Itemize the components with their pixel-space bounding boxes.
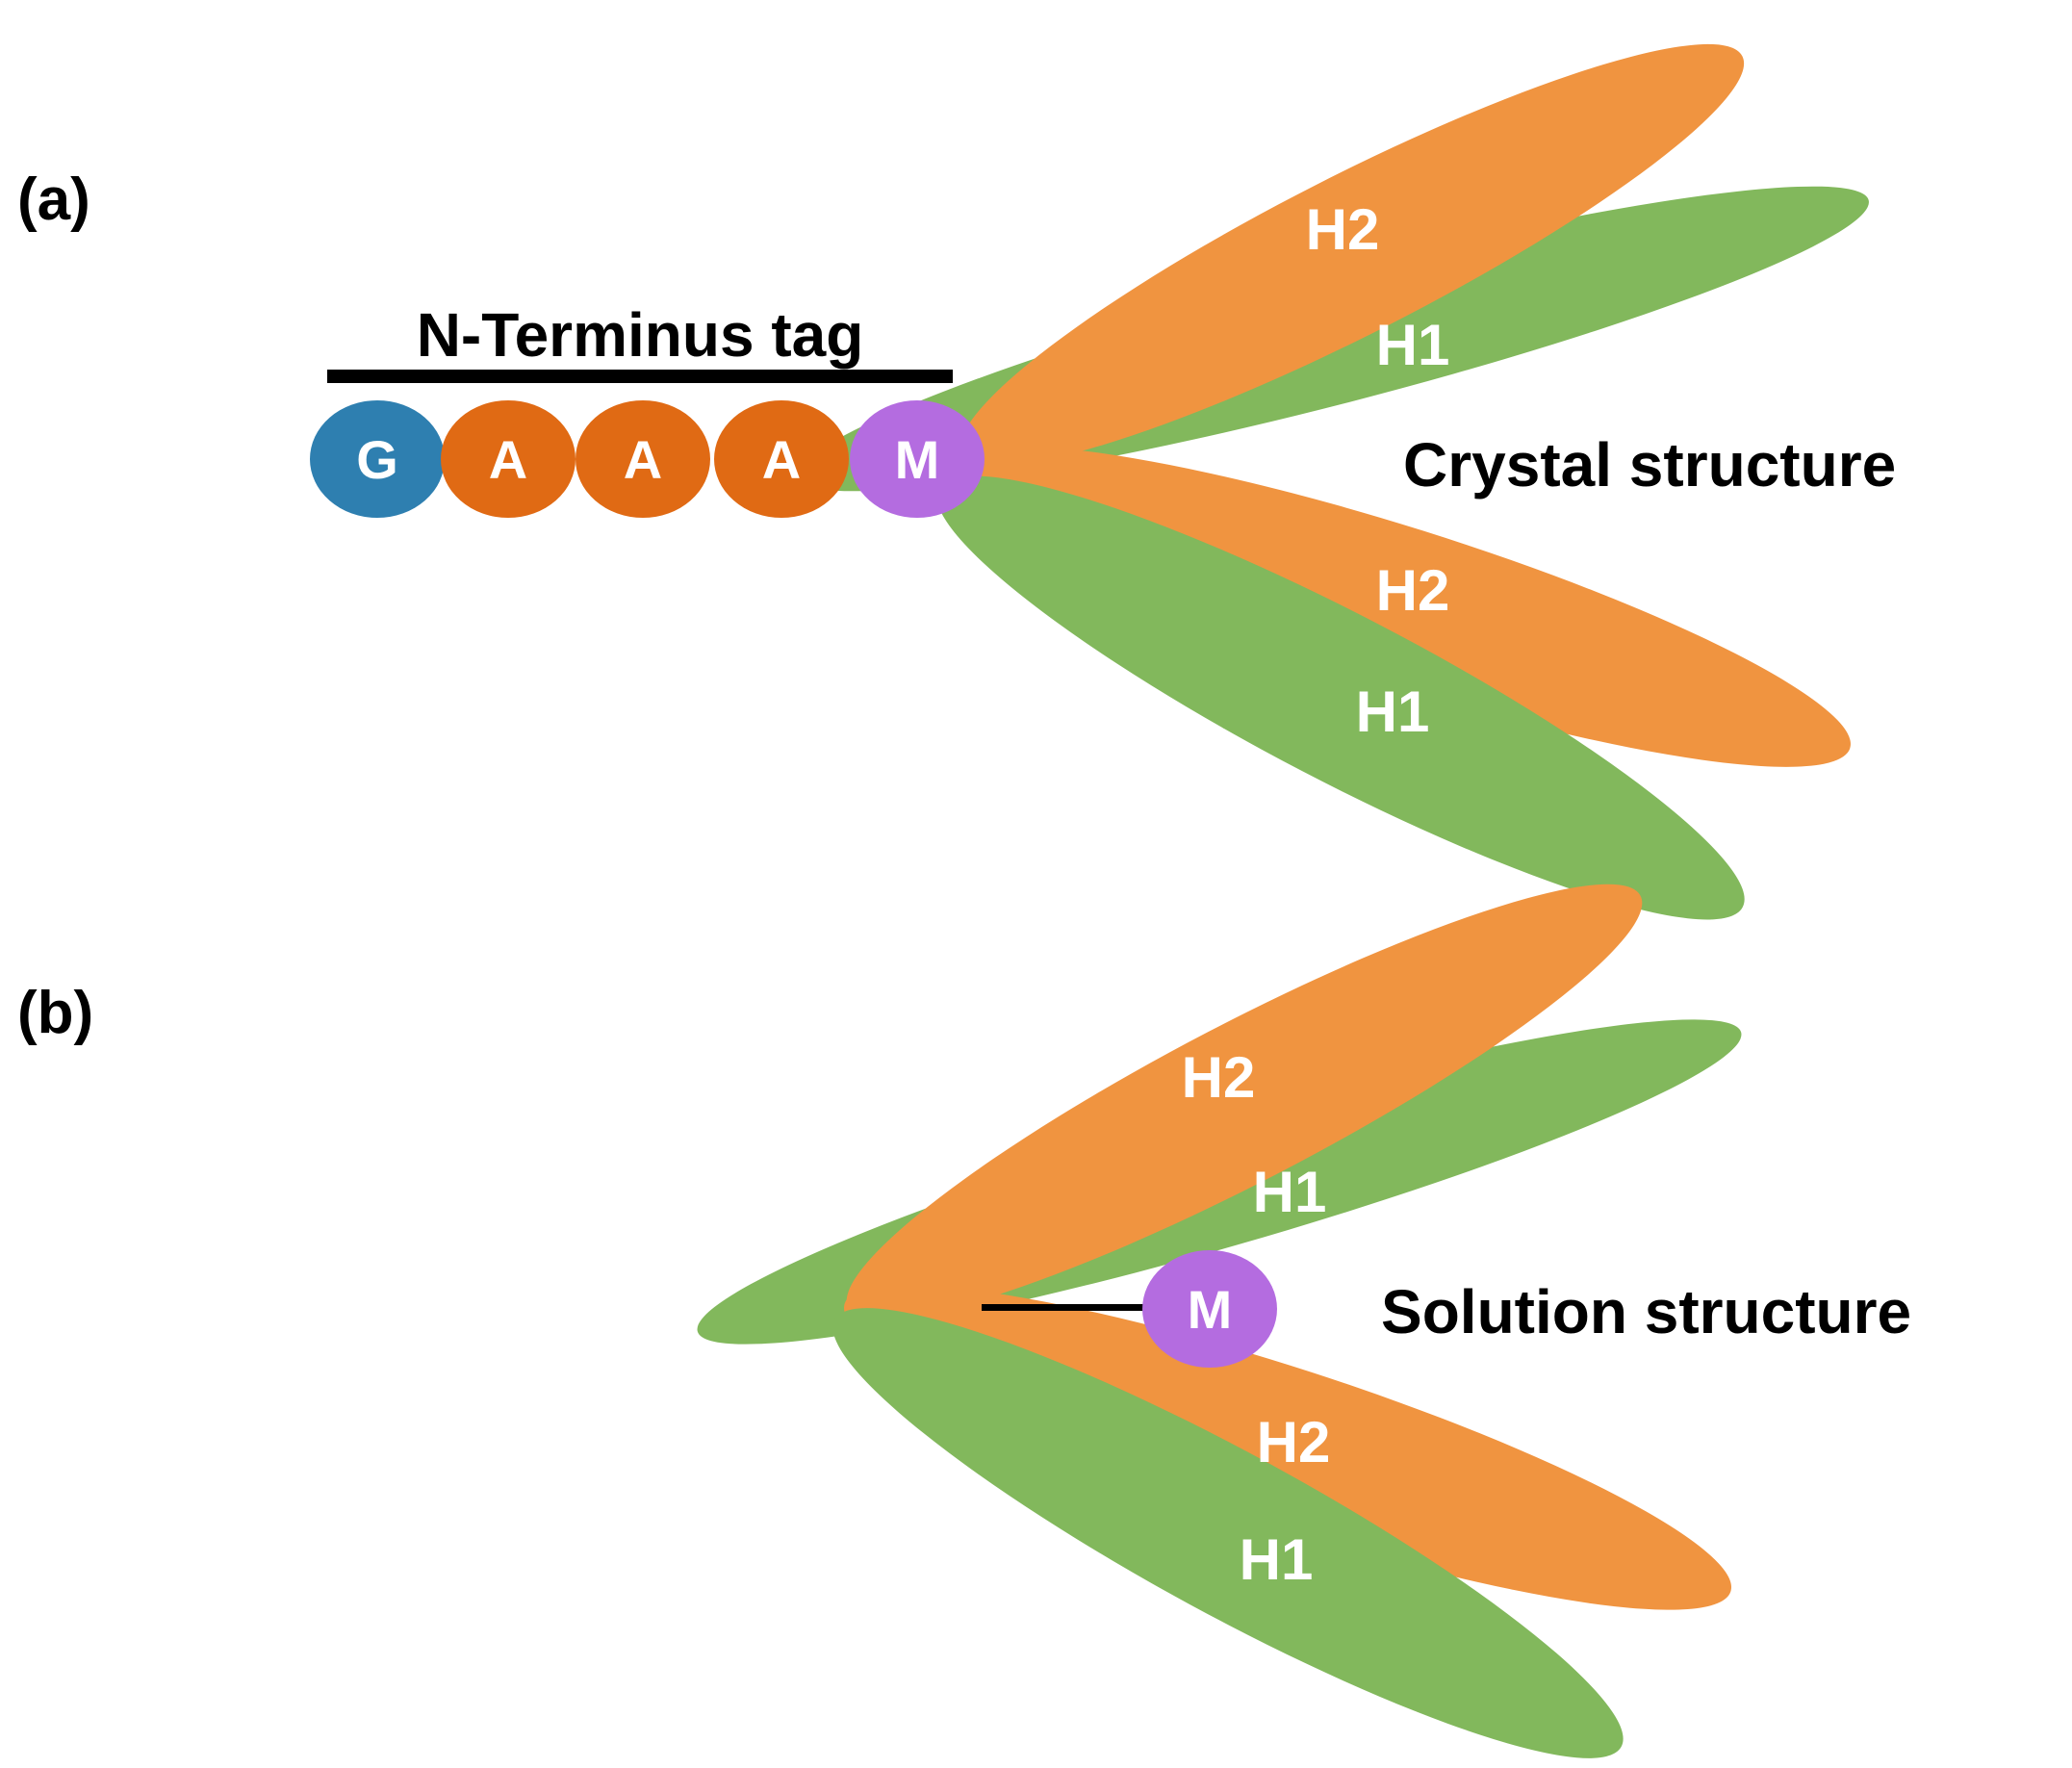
residue-methionine-b-label: M bbox=[1188, 1279, 1233, 1340]
residue-alanine-3 bbox=[714, 400, 849, 518]
helix-b-upper-h2-label: H2 bbox=[1182, 1045, 1256, 1110]
panel-b-label: (b) bbox=[17, 980, 93, 1046]
crystal-structure-caption: Crystal structure bbox=[1403, 430, 1896, 500]
helix-a-lower-h2 bbox=[950, 446, 1851, 767]
methionine-tether-line bbox=[982, 1304, 1147, 1311]
residue-methionine bbox=[850, 400, 985, 518]
residue-alanine-1 bbox=[441, 400, 576, 518]
residue-methionine-label: M bbox=[895, 429, 940, 490]
helix-a-upper-h2 bbox=[959, 43, 1745, 467]
n-terminus-tag-bar bbox=[327, 370, 953, 383]
residue-glycine bbox=[310, 400, 445, 518]
residue-alanine-3-label: A bbox=[762, 429, 801, 490]
panel-a-label: (a) bbox=[17, 167, 90, 233]
helix-a-lower-h1 bbox=[936, 475, 1745, 920]
panel-a: (a) N-Terminus tag H2 H1 H2 H1 G A A A M… bbox=[17, 43, 1896, 920]
solution-structure-caption: Solution structure bbox=[1381, 1277, 1911, 1346]
residue-alanine-1-label: A bbox=[489, 429, 527, 490]
helix-b-lower-h1-label: H1 bbox=[1240, 1527, 1314, 1592]
residue-methionine-b bbox=[1142, 1250, 1277, 1368]
residue-alanine-2 bbox=[576, 400, 710, 518]
residue-alanine-2-label: A bbox=[624, 429, 662, 490]
helix-a-upper-h1-label: H1 bbox=[1376, 313, 1450, 377]
helix-a-upper-h2-label: H2 bbox=[1306, 197, 1380, 262]
n-terminus-tag-label: N-Terminus tag bbox=[417, 300, 864, 370]
helix-a-lower-h2-label: H2 bbox=[1376, 558, 1450, 623]
panel-b: (b) H2 H1 H2 H1 M Solution structure bbox=[17, 884, 1911, 1758]
helix-b-upper-h1-label: H1 bbox=[1253, 1160, 1327, 1224]
helix-a-lower-h1-label: H1 bbox=[1356, 679, 1430, 744]
helix-b-lower-h2-label: H2 bbox=[1257, 1410, 1331, 1474]
helix-b-lower-h1 bbox=[832, 1308, 1624, 1758]
helix-b-upper-h2 bbox=[846, 884, 1643, 1320]
residue-chain: G A A A M bbox=[310, 400, 985, 518]
residue-glycine-label: G bbox=[356, 429, 398, 490]
